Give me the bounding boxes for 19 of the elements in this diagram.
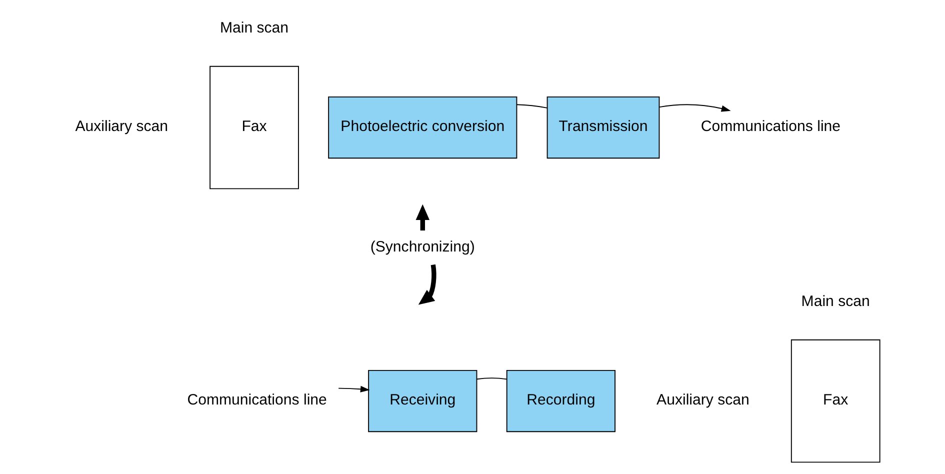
label: Auxiliary scan: [656, 392, 750, 409]
label: Main scan: [220, 19, 289, 36]
node-text: Communications line: [700, 118, 841, 136]
node-box: Receiving: [368, 370, 478, 432]
node-text: Communications line: [187, 392, 327, 409]
node-box: Recording: [506, 370, 616, 432]
connector: [476, 378, 508, 380]
connector: [516, 104, 548, 108]
node-box: Fax: [210, 66, 299, 190]
node-text: (Synchronizing): [370, 238, 475, 256]
arrow: [659, 104, 731, 112]
node-box: Transmission: [546, 96, 660, 159]
arrow: [418, 264, 436, 305]
node-box: Fax: [790, 339, 880, 463]
label: Auxiliary scan: [75, 118, 168, 136]
arrow: [338, 386, 370, 392]
node-box: Photoelectric conversion: [328, 96, 518, 159]
label: Main scan: [801, 292, 870, 310]
arrow: [416, 204, 430, 230]
